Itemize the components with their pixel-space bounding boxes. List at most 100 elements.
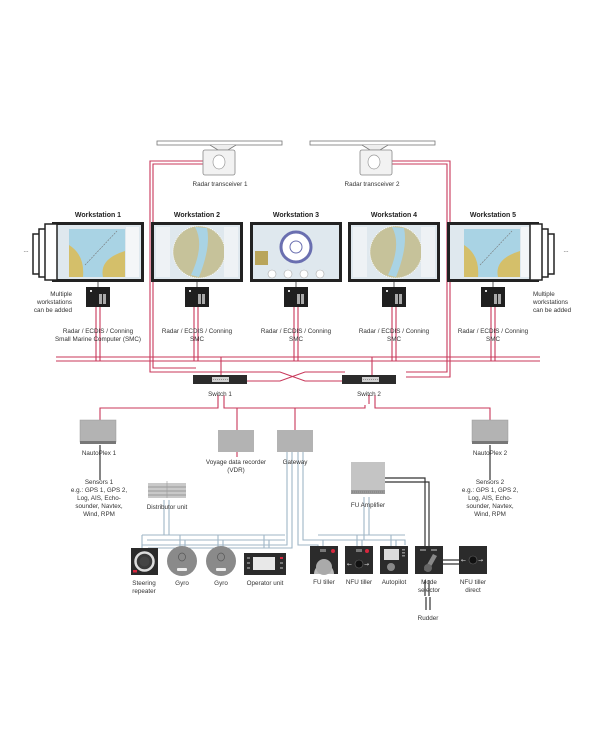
smc-computer[interactable]: [382, 287, 406, 307]
nfu-tiller-direct[interactable]: ← → NFU tiller direct: [459, 546, 487, 594]
smc-label-2: SMC: [387, 336, 401, 343]
route-line: [479, 230, 513, 266]
arrow-right-icon: →: [478, 557, 483, 564]
switch-2[interactable]: Switch 2: [342, 375, 396, 398]
smc-label: Radar / ECDIS / Conning: [162, 328, 233, 335]
svg-text:workstations: workstations: [532, 299, 568, 306]
svg-text:direct: direct: [465, 587, 481, 594]
radar-antenna-1: [156, 140, 283, 146]
smc-computer[interactable]: [284, 287, 308, 307]
svg-text:Gyro: Gyro: [214, 580, 228, 587]
chart-land: [69, 245, 84, 277]
svg-text:Wind, RPM: Wind, RPM: [474, 511, 506, 518]
radar-water: [191, 227, 208, 277]
radar-transceiver-1[interactable]: Radar transceiver 1: [156, 140, 283, 188]
svg-text:e.g.: GPS 1, GPS 2,: e.g.: GPS 1, GPS 2,: [71, 487, 128, 494]
workstation-title: Workstation 2: [174, 212, 220, 219]
conning-gauge: [283, 269, 293, 279]
svg-text:Wind, RPM: Wind, RPM: [83, 511, 115, 518]
gyro-2[interactable]: Gyro: [206, 546, 236, 587]
nfu-tiller[interactable]: ← → NFU tiller: [345, 546, 373, 586]
svg-text:Mode: Mode: [421, 579, 437, 586]
svg-text:sounder, Navtex,: sounder, Navtex,: [466, 503, 514, 510]
svg-text:FU tiller: FU tiller: [313, 579, 335, 586]
mini-chart: [255, 251, 268, 265]
svg-text:Operator unit: Operator unit: [247, 580, 284, 587]
arrow-right-icon: →: [364, 561, 369, 568]
gateway-label: Gateway: [283, 459, 309, 466]
chart-land: [497, 251, 520, 277]
sensors-2-label: Sensors 2 e.g.: GPS 1, GPS 2, Log, AIS, …: [462, 479, 519, 518]
conning-heading: [289, 240, 303, 254]
side-panel: [421, 227, 435, 277]
chart-land: [464, 245, 479, 277]
analog-wiring: [99, 445, 491, 610]
radar-logo-icon: [367, 154, 381, 170]
svg-text:repeater: repeater: [132, 588, 155, 595]
fu-amplifier-label: FU Amplifier: [351, 502, 385, 509]
gyro-logo-icon: [178, 552, 186, 562]
svg-text:Voyage data recorder: Voyage data recorder: [206, 459, 266, 466]
ethernet-wiring: [56, 160, 540, 457]
nautoplex-1-label: NautoPlex 1: [82, 450, 117, 457]
distributor-unit-label: Distributor unit: [147, 504, 188, 511]
switch-2-label: Switch 2: [357, 391, 381, 398]
svg-text:Steering: Steering: [132, 580, 156, 587]
fu-tiller[interactable]: FU tiller: [310, 546, 338, 586]
radar-water: [388, 227, 405, 277]
radar-transceiver-2[interactable]: Radar transceiver 2: [309, 140, 436, 188]
svg-text:e.g.: GPS 1, GPS 2,: e.g.: GPS 1, GPS 2,: [462, 487, 519, 494]
radar-logo-icon: [212, 154, 226, 170]
distributor-unit[interactable]: Distributor unit: [147, 481, 188, 511]
multiple-note-right: Multiple workstations can be added: [532, 291, 572, 314]
mode-selector[interactable]: Mode selector: [415, 546, 443, 594]
svg-text:Multiple: Multiple: [533, 291, 555, 298]
svg-text:NFU tiller: NFU tiller: [460, 579, 486, 586]
switch-1-label: Switch 1: [208, 391, 232, 398]
gyro-1[interactable]: Gyro: [167, 546, 197, 587]
multiple-note-left: Multiple workstations can be added: [34, 291, 73, 314]
nautoplex-1[interactable]: NautoPlex 1 Sensors 1 e.g.: GPS 1, GPS 2…: [71, 419, 128, 518]
operator-unit[interactable]: Operator unit: [244, 553, 286, 587]
more-workstations-left: ...: [23, 247, 28, 254]
steering-repeater[interactable]: Steering repeater: [131, 548, 158, 595]
side-panel: [224, 227, 238, 277]
smc-label: Radar / ECDIS / Conning: [359, 328, 430, 335]
workstation-title: Workstation 5: [470, 212, 516, 219]
fu-amplifier[interactable]: FU Amplifier: [351, 462, 385, 509]
svg-text:(VDR): (VDR): [227, 467, 245, 474]
side-panel: [353, 227, 367, 277]
svg-text:NFU tiller: NFU tiller: [346, 579, 372, 586]
svg-text:Sensors 2: Sensors 2: [476, 479, 505, 486]
svg-text:can be added: can be added: [34, 307, 73, 314]
gateway[interactable]: Gateway: [277, 430, 313, 466]
smc-computer[interactable]: [481, 287, 505, 307]
more-workstations-right: ...: [563, 247, 568, 254]
smc-computer[interactable]: [86, 287, 110, 307]
nautoplex-2-label: NautoPlex 2: [473, 450, 508, 457]
arrow-left-icon: ←: [347, 561, 352, 568]
side-panel: [156, 227, 170, 277]
route-line: [84, 230, 118, 266]
switch-1[interactable]: Switch 1: [193, 375, 247, 398]
rudder-label: Rudder: [418, 615, 439, 622]
svg-text:Sensors 1: Sensors 1: [85, 479, 114, 486]
radar-antenna-2: [309, 140, 436, 146]
nautoplex-2[interactable]: NautoPlex 2 Sensors 2 e.g.: GPS 1, GPS 2…: [462, 419, 519, 518]
sensors-1-label: Sensors 1 e.g.: GPS 1, GPS 2, Log, AIS, …: [71, 479, 128, 518]
arrow-left-icon: ←: [461, 557, 466, 564]
smc-computer[interactable]: [185, 287, 209, 307]
workstation-title: Workstation 3: [273, 212, 319, 219]
conning-gauge: [315, 269, 325, 279]
voyage-data-recorder[interactable]: Voyage data recorder (VDR): [206, 430, 266, 474]
conning-gauge: [299, 269, 309, 279]
svg-text:Log, AIS, Echo-: Log, AIS, Echo-: [468, 495, 512, 502]
smc-label-2: SMC: [289, 336, 303, 343]
svg-text:Gyro: Gyro: [175, 580, 189, 587]
autopilot[interactable]: Autopilot: [380, 546, 408, 586]
